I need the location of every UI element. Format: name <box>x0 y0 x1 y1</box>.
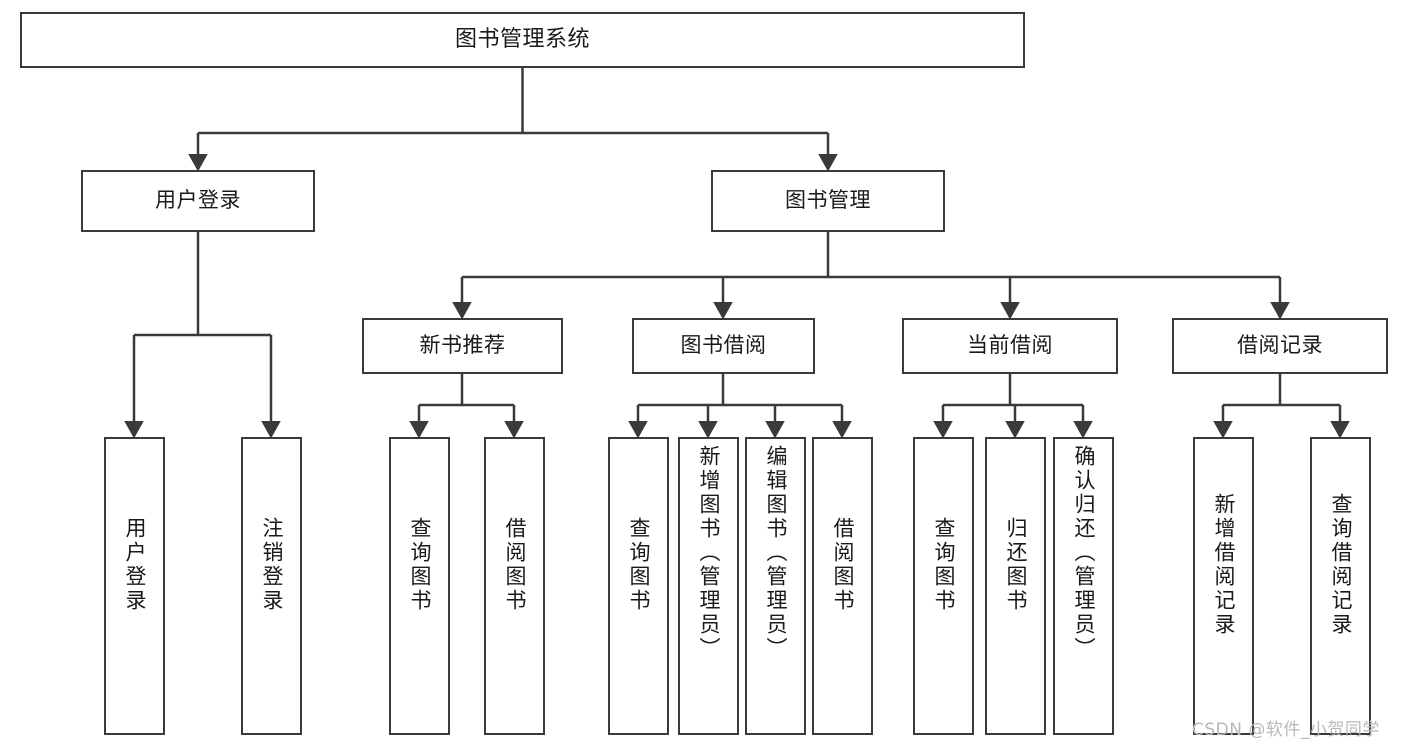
leaf-query-book-recommend[interactable]: 查询图书 <box>389 437 450 735</box>
leaf-query-book-recommend-label: 查询图书 <box>408 517 432 613</box>
node-new-book-recommendation-label: 新书推荐 <box>419 333 506 358</box>
node-user-login[interactable]: 用户登录 <box>81 170 315 232</box>
leaf-add-borrow-record-label: 新增借阅记录 <box>1212 493 1236 637</box>
leaf-return-book-label: 归还图书 <box>1004 517 1028 613</box>
node-current-borrow[interactable]: 当前借阅 <box>902 318 1118 374</box>
node-root-label: 图书管理系统 <box>454 26 590 52</box>
leaf-borrow-book-label: 借阅图书 <box>831 517 855 613</box>
leaf-logout-label: 注销登录 <box>260 517 284 613</box>
leaf-user-login[interactable]: 用户登录 <box>104 437 165 735</box>
leaf-confirm-return-admin[interactable]: 确认归还（管理员） <box>1053 437 1114 735</box>
leaf-user-login-label: 用户登录 <box>123 517 147 613</box>
leaf-query-book-current[interactable]: 查询图书 <box>913 437 974 735</box>
leaf-borrow-book[interactable]: 借阅图书 <box>812 437 873 735</box>
leaf-borrow-book-recommend-label: 借阅图书 <box>503 517 527 613</box>
node-book-borrow-label: 图书借阅 <box>680 333 767 358</box>
node-borrow-records[interactable]: 借阅记录 <box>1172 318 1388 374</box>
leaf-query-borrow-record-label: 查询借阅记录 <box>1329 493 1353 637</box>
csdn-watermark: CSDN @软件_小贺同学 <box>1192 720 1380 740</box>
node-book-management-label: 图书管理 <box>785 188 871 213</box>
leaf-query-borrow-record[interactable]: 查询借阅记录 <box>1310 437 1371 735</box>
node-book-borrow[interactable]: 图书借阅 <box>632 318 815 374</box>
leaf-add-book-admin[interactable]: 新增图书（管理员） <box>678 437 739 735</box>
leaf-borrow-book-recommend[interactable]: 借阅图书 <box>484 437 545 735</box>
leaf-confirm-return-admin-label: 确认归还（管理员） <box>1072 445 1096 661</box>
leaf-query-book-borrow[interactable]: 查询图书 <box>608 437 669 735</box>
node-user-login-label: 用户登录 <box>155 188 241 213</box>
leaf-edit-book-admin[interactable]: 编辑图书（管理员） <box>745 437 806 735</box>
node-borrow-records-label: 借阅记录 <box>1237 333 1323 358</box>
leaf-logout[interactable]: 注销登录 <box>241 437 302 735</box>
node-current-borrow-label: 当前借阅 <box>967 333 1053 358</box>
node-root[interactable]: 图书管理系统 <box>20 12 1025 68</box>
node-new-book-recommendation[interactable]: 新书推荐 <box>362 318 563 374</box>
leaf-add-book-admin-label: 新增图书（管理员） <box>697 445 721 661</box>
leaf-edit-book-admin-label: 编辑图书（管理员） <box>764 445 788 661</box>
leaf-add-borrow-record[interactable]: 新增借阅记录 <box>1193 437 1254 735</box>
node-book-management[interactable]: 图书管理 <box>711 170 945 232</box>
leaf-return-book[interactable]: 归还图书 <box>985 437 1046 735</box>
leaf-query-book-borrow-label: 查询图书 <box>627 517 651 613</box>
leaf-query-book-current-label: 查询图书 <box>932 517 956 613</box>
